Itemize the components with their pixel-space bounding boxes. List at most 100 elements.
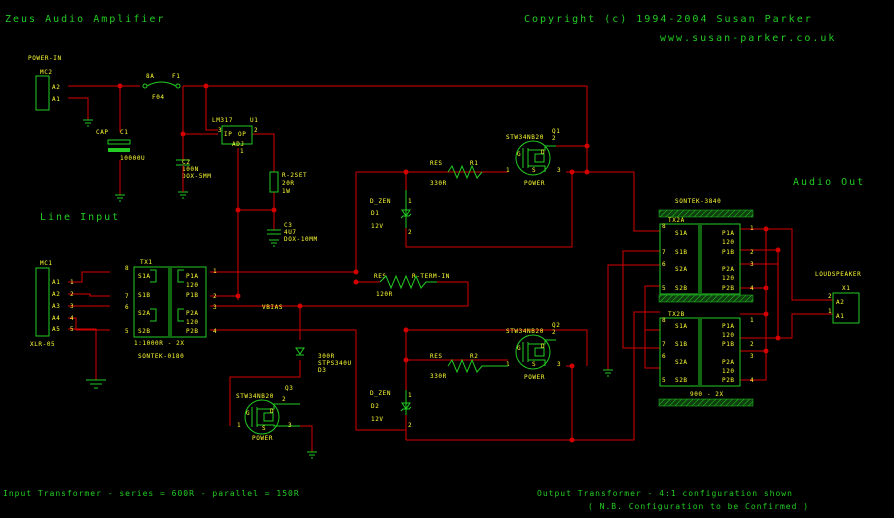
svg-text:C2: C2 xyxy=(182,159,190,166)
svg-text:RES: RES xyxy=(374,273,387,280)
svg-text:G: G xyxy=(517,151,521,158)
svg-text:1: 1 xyxy=(828,308,832,315)
svg-text:900 - 2X: 900 - 2X xyxy=(690,391,724,398)
svg-text:2: 2 xyxy=(213,293,217,300)
svg-text:S: S xyxy=(262,425,266,432)
mosfet-q3: STW34NB20 Q3 G D S 1 2 3 POWER xyxy=(236,385,300,442)
svg-text:1: 1 xyxy=(750,317,754,324)
junction-dots xyxy=(117,83,781,443)
svg-text:R-2SET: R-2SET xyxy=(282,172,307,179)
svg-text:5: 5 xyxy=(70,326,74,333)
svg-text:4: 4 xyxy=(750,285,754,292)
svg-text:P2B: P2B xyxy=(186,328,199,335)
svg-text:P1A: P1A xyxy=(186,273,199,280)
svg-text:DOX-5MM: DOX-5MM xyxy=(182,173,212,180)
svg-text:A2: A2 xyxy=(52,84,60,91)
svg-text:C1: C1 xyxy=(120,129,128,136)
svg-text:A1: A1 xyxy=(52,96,60,103)
svg-text:2: 2 xyxy=(828,293,832,300)
svg-text:G: G xyxy=(517,345,521,352)
svg-text:3: 3 xyxy=(213,304,217,311)
svg-text:A1: A1 xyxy=(52,279,60,286)
svg-text:D_ZEN: D_ZEN xyxy=(370,198,391,205)
svg-text:1: 1 xyxy=(506,167,510,174)
svg-text:S1A: S1A xyxy=(675,323,688,330)
line-input-label: Line Input xyxy=(40,212,120,223)
svg-text:A1: A1 xyxy=(836,313,844,320)
svg-text:5: 5 xyxy=(662,377,666,384)
svg-text:10000U: 10000U xyxy=(120,155,145,162)
svg-text:C3: C3 xyxy=(284,222,292,229)
svg-text:7: 7 xyxy=(662,341,666,348)
svg-text:U1: U1 xyxy=(250,117,258,124)
svg-text:120: 120 xyxy=(186,319,199,326)
svg-text:A5: A5 xyxy=(52,326,60,333)
svg-text:D: D xyxy=(541,149,545,156)
svg-text:2: 2 xyxy=(70,291,74,298)
svg-text:3: 3 xyxy=(288,422,292,429)
svg-text:P1B: P1B xyxy=(722,249,735,256)
svg-text:120: 120 xyxy=(722,368,735,375)
svg-text:P1B: P1B xyxy=(186,292,199,299)
wire-net xyxy=(68,85,833,452)
svg-text:D: D xyxy=(270,408,274,415)
svg-text:2: 2 xyxy=(750,249,754,256)
svg-text:3: 3 xyxy=(218,127,222,134)
resistor-r2: RES R2 330R xyxy=(430,353,508,380)
diode-d3: VBIAS 300R STPS340U D3 xyxy=(262,304,351,374)
loudspeaker-x1: LOUDSPEAKER X1 A2 A1 2 1 xyxy=(815,271,861,324)
svg-text:120: 120 xyxy=(722,275,735,282)
svg-text:OP: OP xyxy=(238,131,246,138)
capacitor-c2: C2 100N DOX-5MM xyxy=(176,159,212,192)
svg-text:4: 4 xyxy=(213,328,217,335)
svg-text:SONTEK-3840: SONTEK-3840 xyxy=(675,198,721,205)
output-transformer: SONTEK-3840 TX2A S1A S1B S2A S2B P1A 120… xyxy=(658,198,754,407)
svg-text:TX2A: TX2A xyxy=(668,217,685,224)
svg-text:Q2: Q2 xyxy=(552,322,560,329)
svg-text:VBIAS: VBIAS xyxy=(262,304,283,311)
svg-text:R1: R1 xyxy=(470,160,478,167)
svg-text:Q1: Q1 xyxy=(552,128,560,135)
svg-text:330R: 330R xyxy=(430,180,447,187)
svg-text:POWER: POWER xyxy=(252,435,273,442)
svg-text:1:1000R - 2X: 1:1000R - 2X xyxy=(134,340,185,347)
svg-text:S: S xyxy=(532,361,536,368)
svg-text:TX1: TX1 xyxy=(140,259,153,266)
svg-text:STW34NB20: STW34NB20 xyxy=(236,393,274,400)
svg-text:8A: 8A xyxy=(146,73,154,80)
svg-text:STW34NB20: STW34NB20 xyxy=(506,328,544,335)
output-transformer-note: Output Transformer - 4:1 configuration s… xyxy=(537,489,793,498)
svg-text:2: 2 xyxy=(408,229,412,236)
svg-text:POWER-IN: POWER-IN xyxy=(28,55,62,62)
svg-text:D3: D3 xyxy=(318,367,326,374)
svg-text:S1A: S1A xyxy=(138,273,151,280)
svg-text:P2A: P2A xyxy=(722,359,735,366)
svg-text:120: 120 xyxy=(186,282,199,289)
svg-text:6: 6 xyxy=(662,353,666,360)
power-in-connector: POWER-IN MC2 A2 A1 xyxy=(28,55,62,111)
svg-text:1W: 1W xyxy=(282,188,290,195)
svg-text:S2B: S2B xyxy=(675,377,688,384)
svg-text:POWER: POWER xyxy=(524,180,545,187)
svg-text:1: 1 xyxy=(506,361,510,368)
svg-text:CAP: CAP xyxy=(96,129,109,136)
svg-text:POWER: POWER xyxy=(524,374,545,381)
svg-text:6: 6 xyxy=(125,304,129,311)
svg-text:100N: 100N xyxy=(182,166,199,173)
svg-text:4U7: 4U7 xyxy=(284,229,297,236)
svg-text:P1A: P1A xyxy=(722,323,735,330)
svg-text:7: 7 xyxy=(662,249,666,256)
capacitor-c3: C3 4U7 DOX-10MM xyxy=(267,222,317,243)
svg-text:A4: A4 xyxy=(52,315,60,322)
svg-text:A3: A3 xyxy=(52,303,60,310)
svg-text:8: 8 xyxy=(125,265,129,272)
svg-text:3: 3 xyxy=(750,353,754,360)
resistor-r-term: RES R-TERM-IN 120R xyxy=(374,273,449,298)
svg-text:S2B: S2B xyxy=(138,328,151,335)
svg-text:D: D xyxy=(541,343,545,350)
svg-text:2: 2 xyxy=(282,396,286,403)
svg-text:120: 120 xyxy=(722,332,735,339)
regulator-u1: LM317 U1 IP OP ADJ 3 2 1 xyxy=(212,117,258,155)
svg-text:2: 2 xyxy=(254,127,258,134)
svg-text:20R: 20R xyxy=(282,180,295,187)
